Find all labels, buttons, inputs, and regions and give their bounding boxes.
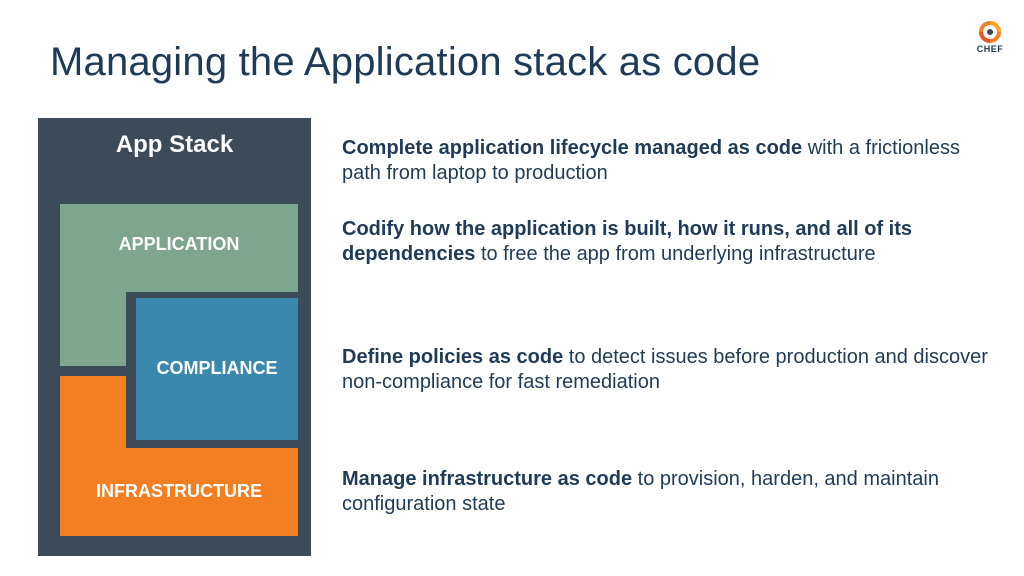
bullet-codify-rest: to free the app from underlying infrastr… bbox=[475, 243, 876, 265]
compliance-layer: COMPLIANCE bbox=[136, 298, 298, 440]
application-layer: APPLICATION bbox=[60, 204, 298, 366]
bullet-infrastructure-bold: Manage infrastructure as code bbox=[342, 468, 633, 490]
app-stack-diagram: App Stack APPLICATION INFRASTRUCTURE COM… bbox=[38, 118, 311, 556]
bullet-infrastructure: Manage infrastructure as code to provisi… bbox=[342, 467, 992, 517]
infrastructure-label: INFRASTRUCTURE bbox=[96, 481, 262, 501]
slide-title: Managing the Application stack as code bbox=[50, 40, 761, 84]
bullet-lifecycle: Complete application lifecycle managed a… bbox=[342, 136, 992, 186]
bullet-infrastructure-rest: to provision, harden, and maintain confi… bbox=[342, 468, 939, 515]
chef-logo-text: CHEF bbox=[976, 44, 1004, 54]
infrastructure-layer: INFRASTRUCTURE bbox=[60, 376, 298, 536]
bullet-lifecycle-rest: with a frictionless path from laptop to … bbox=[342, 137, 960, 184]
chef-logo-icon bbox=[979, 21, 1001, 43]
bullet-policies: Define policies as code to detect issues… bbox=[342, 345, 992, 395]
compliance-label: COMPLIANCE bbox=[156, 358, 278, 378]
app-stack-title: App Stack bbox=[115, 131, 234, 158]
bullet-codify-bold: Codify how the application is built, how… bbox=[342, 218, 913, 265]
chef-logo: CHEF bbox=[968, 20, 1012, 60]
bullet-codify: Codify how the application is built, how… bbox=[342, 217, 992, 267]
bullet-lifecycle-bold: Complete application lifecycle managed a… bbox=[342, 137, 803, 159]
bullet-policies-rest: to detect issues before production and d… bbox=[342, 346, 988, 393]
bullet-policies-bold: Define policies as code bbox=[342, 346, 564, 368]
application-label: APPLICATION bbox=[118, 234, 240, 254]
